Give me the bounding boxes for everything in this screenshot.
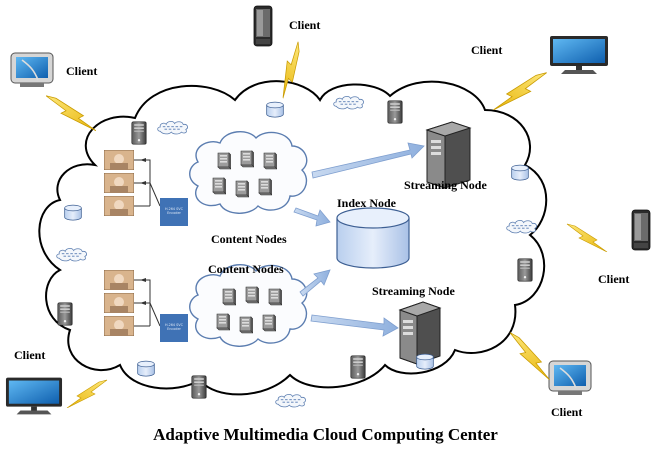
mini-cloud-icon bbox=[56, 247, 88, 262]
content-nodes-label-bottom: Content Nodes bbox=[208, 262, 284, 276]
streaming-node-label-top: Streaming Node bbox=[404, 178, 487, 192]
video-source-bottom bbox=[104, 270, 188, 342]
encoder-box-bottom bbox=[160, 314, 188, 342]
server-icon bbox=[387, 100, 403, 124]
streaming-node-server-top bbox=[425, 121, 472, 189]
client-label-3: Client bbox=[471, 43, 503, 57]
database-icon bbox=[511, 164, 529, 181]
server-icon bbox=[517, 258, 533, 282]
mini-cloud-icon bbox=[333, 95, 365, 110]
client-label-5: Client bbox=[14, 348, 46, 362]
lightning-icon bbox=[46, 95, 96, 132]
database-icon bbox=[266, 101, 284, 118]
flow-arrows bbox=[293, 142, 425, 337]
encoder-box-top bbox=[160, 198, 188, 226]
phone-icon bbox=[631, 209, 651, 251]
tablet-icon bbox=[548, 360, 592, 396]
streaming-node-server-bottom bbox=[398, 301, 442, 365]
mini-cloud-icon bbox=[275, 393, 307, 408]
database-icon bbox=[64, 204, 82, 221]
database-icon bbox=[137, 360, 155, 377]
video-frame-icon bbox=[104, 316, 134, 336]
server-icon bbox=[191, 375, 207, 399]
monitor-icon bbox=[550, 36, 608, 74]
content-nodes-label-top: Content Nodes bbox=[211, 232, 287, 246]
encoder-label-top: H.264 SVC Encoder bbox=[165, 207, 183, 215]
content-cloud-top bbox=[189, 131, 308, 214]
video-frame-icon bbox=[104, 150, 134, 170]
lightning-icon bbox=[566, 223, 608, 252]
video-frame-icon bbox=[104, 173, 134, 193]
server-icon bbox=[57, 302, 73, 326]
monitor-icon bbox=[5, 377, 63, 415]
diagram-caption: Adaptive Multimedia Cloud Computing Cent… bbox=[153, 425, 498, 444]
server-icon bbox=[131, 121, 147, 145]
phone-icon bbox=[253, 5, 273, 47]
lightning-icon bbox=[66, 379, 108, 408]
client-label-6: Client bbox=[551, 405, 583, 419]
video-source-top bbox=[104, 150, 188, 226]
video-frame-icon bbox=[104, 293, 134, 313]
lightning-icon bbox=[492, 72, 548, 110]
client-label-4: Client bbox=[598, 272, 630, 286]
tablet-icon bbox=[10, 52, 54, 88]
streaming-node-label-bottom: Streaming Node bbox=[372, 284, 455, 298]
index-node-label: Index Node bbox=[337, 196, 397, 210]
client-label-1: Client bbox=[66, 64, 98, 78]
encoder-label-bottom: H.264 SVC Encoder bbox=[165, 323, 183, 331]
server-icon bbox=[350, 355, 366, 379]
video-frame-icon bbox=[104, 270, 134, 290]
mini-cloud-icon bbox=[157, 120, 189, 135]
index-node-database bbox=[336, 207, 410, 269]
mini-cloud-icon bbox=[506, 219, 538, 234]
client-label-2: Client bbox=[289, 18, 321, 32]
video-frame-icon bbox=[104, 196, 134, 216]
database-icon bbox=[416, 353, 434, 370]
